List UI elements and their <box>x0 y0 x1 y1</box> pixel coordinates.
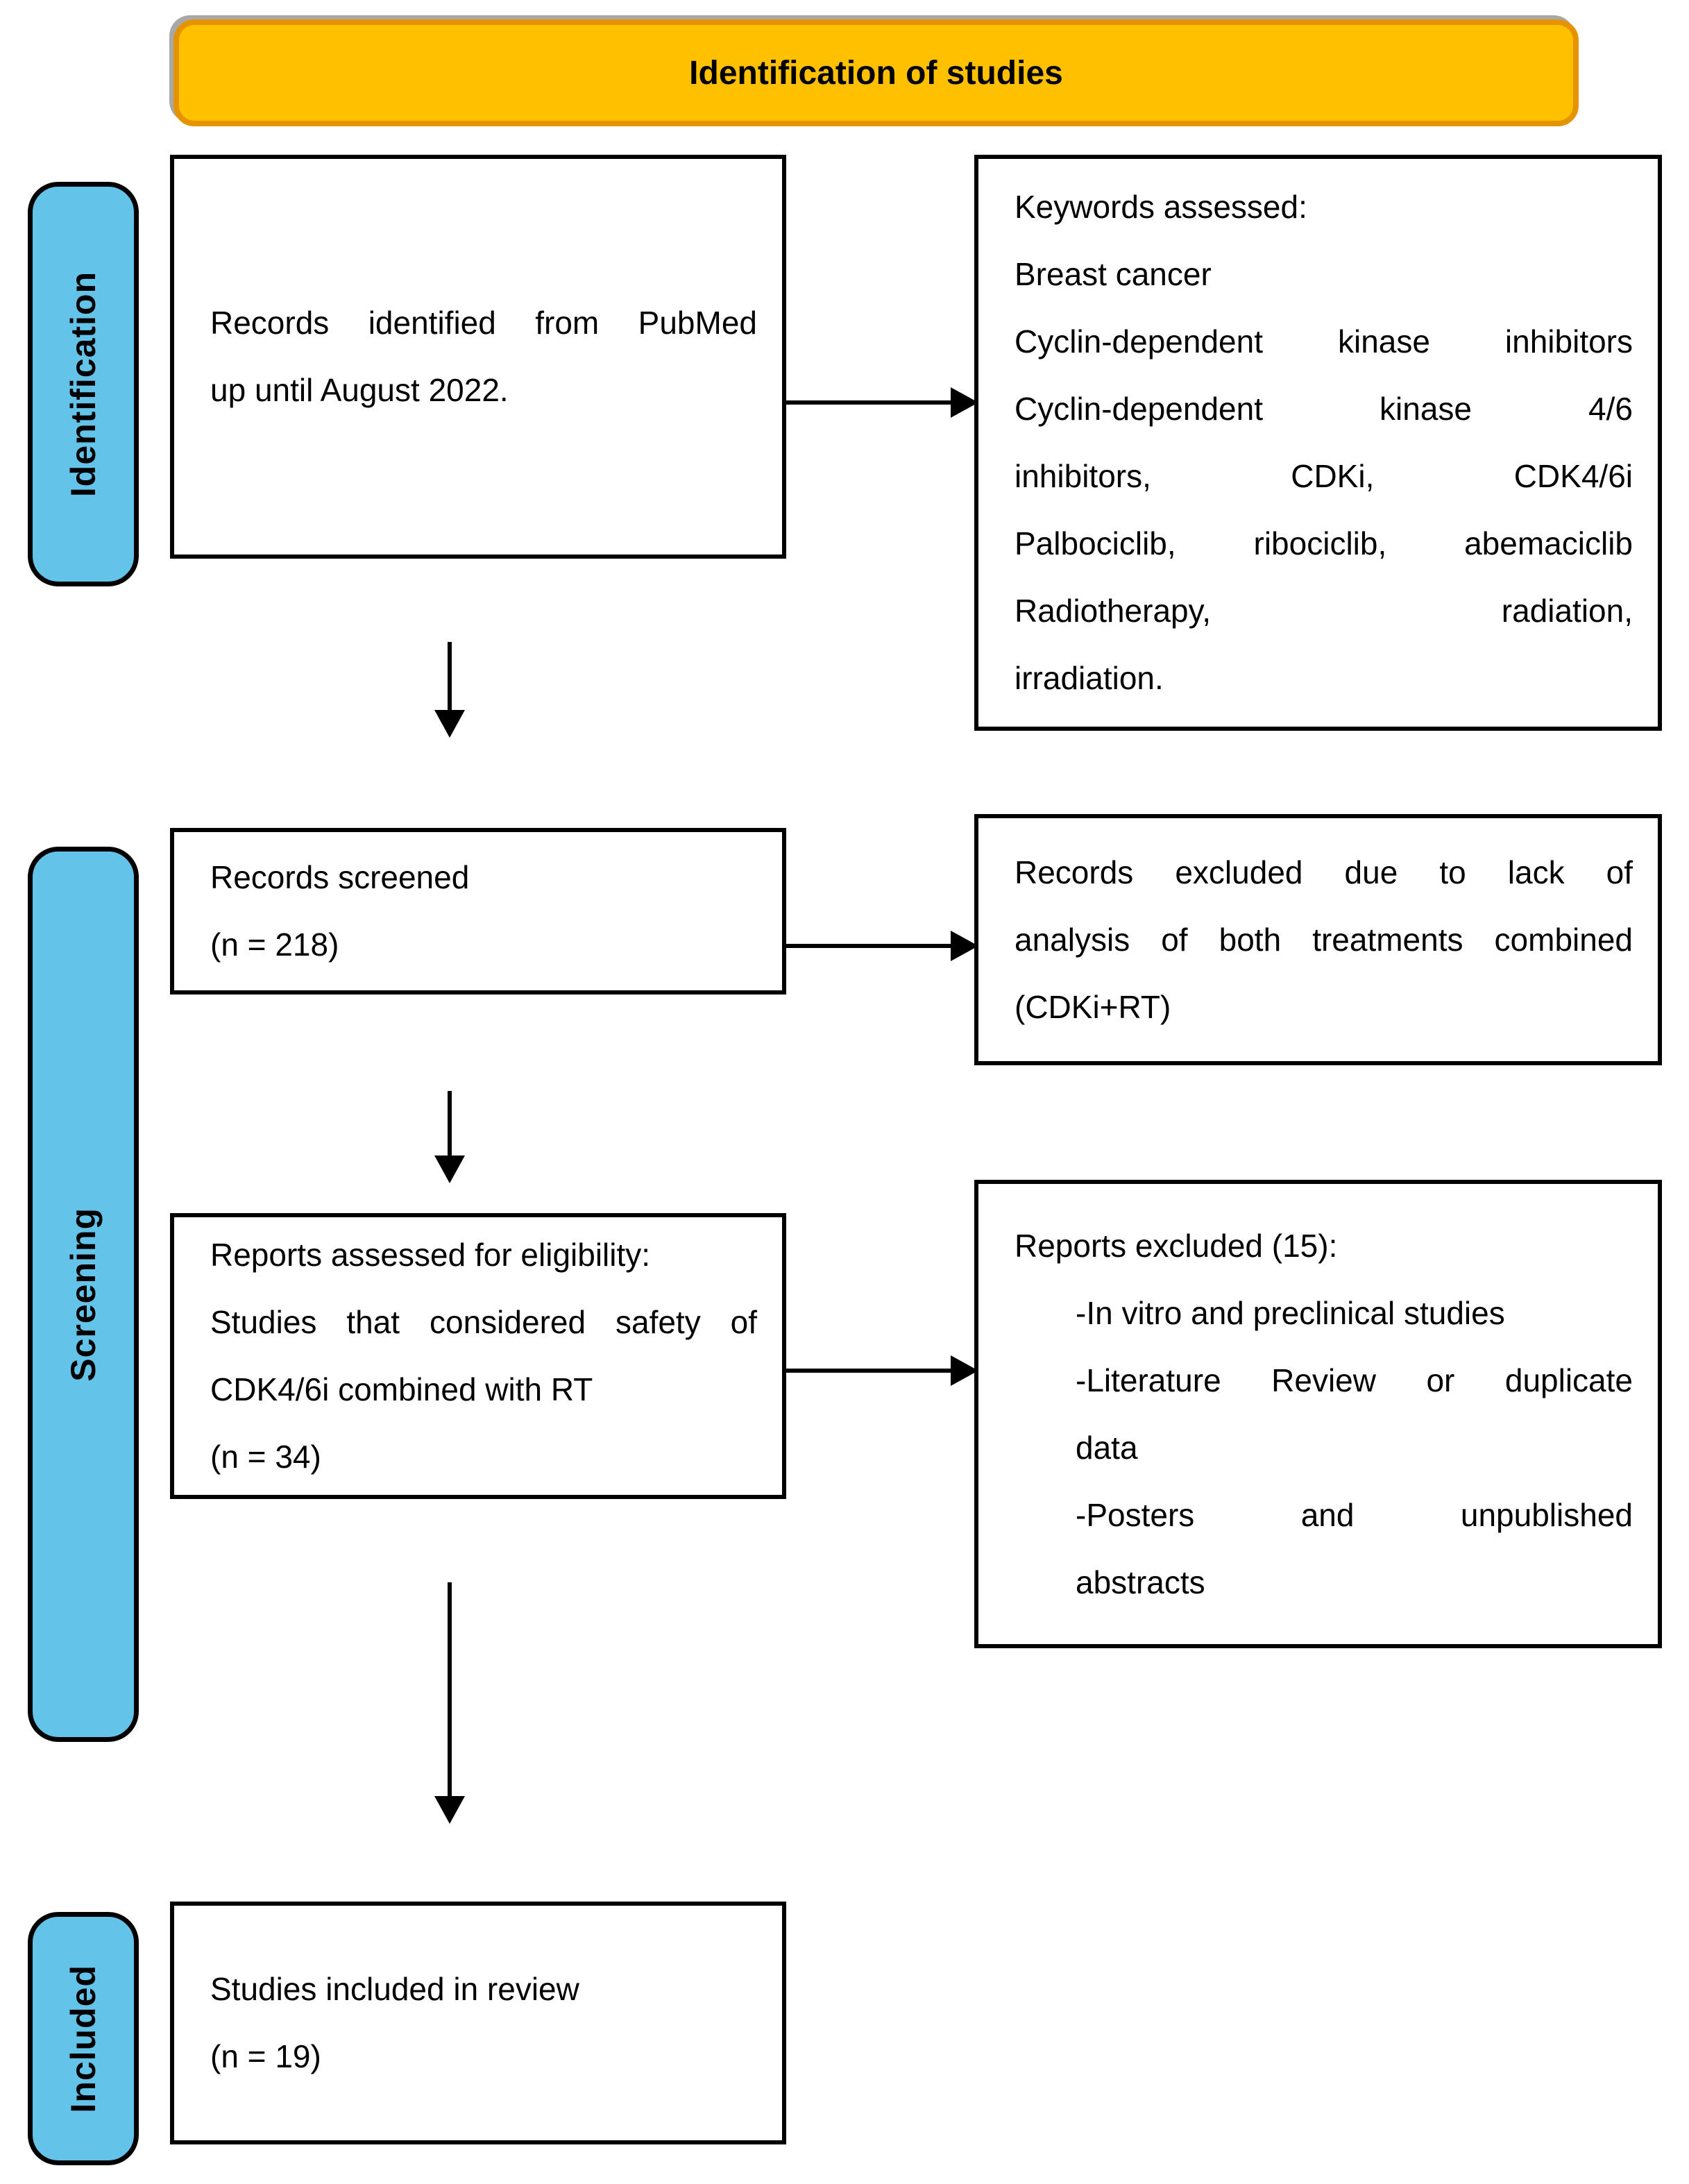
arrow-screened-to-assessed-head <box>434 1156 465 1183</box>
box-records-screened-count: (n = 218) <box>210 926 339 963</box>
arrow-screened-to-assessed <box>448 1091 452 1157</box>
arrow-assessed-to-reports-excluded-head <box>951 1355 978 1386</box>
arrow-assessed-to-included <box>448 1582 452 1797</box>
box-keywords-line: Cyclin-dependent kinase 4/6 <box>1015 391 1633 427</box>
banner-identification-of-studies: Identification of studies <box>173 19 1579 126</box>
box-reports-assessed: Reports assessed for eligibility: Studie… <box>170 1213 786 1499</box>
box-records-identified-line: up until August 2022. <box>210 372 509 408</box>
box-reports-excluded-title: Reports excluded (15): <box>1015 1227 1338 1264</box>
stage-label-screening: Screening <box>28 847 139 1742</box>
stage-label-identification: Identification <box>28 182 139 586</box>
box-reports-assessed-count: (n = 34) <box>210 1439 321 1475</box>
box-keywords-line: Palbociclib, ribociclib, abemaciclib <box>1015 525 1633 561</box>
box-reports-excluded-item: -In vitro and preclinical studies <box>1076 1294 1505 1331</box>
box-studies-included-count: (n = 19) <box>210 2038 321 2074</box>
box-records-excluded: Records excluded due to lack of analysis… <box>974 814 1662 1065</box>
box-records-identified-line: Records identified from PubMed <box>210 305 757 341</box>
arrow-identified-to-screened <box>448 642 452 711</box>
arrow-assessed-to-reports-excluded <box>786 1369 951 1373</box>
arrow-identified-to-keywords-head <box>951 387 978 418</box>
stage-label-identification-text: Identification <box>64 271 103 498</box>
box-reports-assessed-line: Reports assessed for eligibility: <box>210 1237 651 1273</box>
box-studies-included: Studies included in review (n = 19) <box>170 1902 786 2144</box>
box-keywords-line: inhibitors, CDKi, CDK4/6i <box>1015 458 1633 494</box>
box-keywords-line: Radiotherapy, radiation, <box>1015 593 1633 629</box>
box-keywords-assessed: Keywords assessed: Breast cancer Cyclin-… <box>974 155 1662 731</box>
box-keywords-line: Keywords assessed: <box>1015 189 1307 225</box>
box-records-excluded-line: (CDKi+RT) <box>1015 988 1171 1025</box>
arrow-identified-to-screened-head <box>434 710 465 738</box>
arrow-assessed-to-included-head <box>434 1796 465 1824</box>
box-records-screened-line: Records screened <box>210 859 470 895</box>
box-records-identified: Records identified from PubMed up until … <box>170 155 786 559</box>
box-records-screened: Records screened (n = 218) <box>170 828 786 994</box>
box-studies-included-line: Studies included in review <box>210 1971 579 2007</box>
box-keywords-line: Cyclin-dependent kinase inhibitors <box>1015 323 1633 359</box>
box-keywords-line: irradiation. <box>1015 660 1164 696</box>
box-reports-excluded: Reports excluded (15): -In vitro and pre… <box>974 1180 1662 1648</box>
box-records-excluded-line: Records excluded due to lack of <box>1015 854 1633 890</box>
stage-label-included-text: Included <box>64 1964 103 2113</box>
arrow-identified-to-keywords <box>786 400 951 405</box>
box-reports-assessed-line: Studies that considered safety of <box>210 1304 757 1340</box>
box-keywords-line: Breast cancer <box>1015 256 1212 292</box>
box-reports-excluded-item: -Literature Review or duplicate <box>1076 1362 1633 1398</box>
stage-label-screening-text: Screening <box>64 1207 103 1382</box>
box-reports-assessed-line: CDK4/6i combined with RT <box>210 1371 593 1407</box>
arrow-screened-to-excluded-head <box>951 931 978 961</box>
box-records-excluded-line: analysis of both treatments combined <box>1015 921 1633 958</box>
banner-title: Identification of studies <box>689 54 1063 92</box>
stage-label-included: Included <box>28 1912 139 2165</box>
box-reports-excluded-item: abstracts <box>1076 1564 1205 1600</box>
box-reports-excluded-item: data <box>1076 1429 1138 1466</box>
box-reports-excluded-item: -Posters and unpublished <box>1076 1496 1633 1533</box>
arrow-screened-to-excluded <box>786 944 951 948</box>
